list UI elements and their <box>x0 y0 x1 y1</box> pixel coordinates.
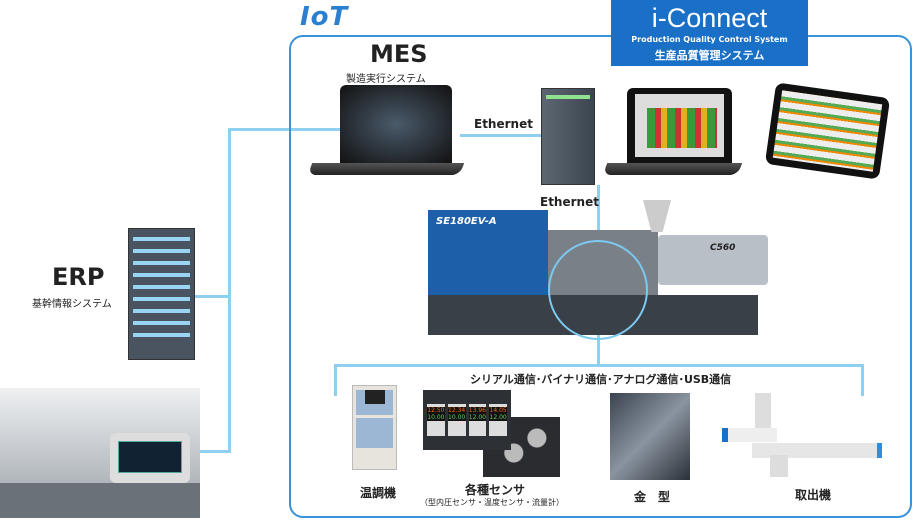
server-icon <box>541 88 595 185</box>
mold-image <box>610 393 690 480</box>
tablet-icon <box>764 82 891 180</box>
erp-title: ERP <box>52 263 105 291</box>
erp-server-rack-icon <box>128 228 195 360</box>
sensor-setpoint: 10.00 <box>427 414 445 421</box>
sensor-reading: 13.96 <box>468 407 487 414</box>
machine-model: SE180EV-A <box>436 216 497 227</box>
mes-subtitle: 製造実行システム <box>346 74 426 85</box>
device-label-robot: 取出機 <box>795 488 832 502</box>
iconnect-logo: i-Connect Production Quality Control Sys… <box>611 0 808 66</box>
link-line <box>228 128 340 131</box>
sensor-setpoint: 12.00 <box>468 414 487 421</box>
temperature-controller-image <box>352 385 397 470</box>
sensor-reading: 12.34 <box>447 407 466 414</box>
factory-image <box>0 388 200 518</box>
sensor-setpoint: 10.00 <box>447 414 466 421</box>
link-line <box>228 128 231 453</box>
sensor-setpoint: 12.00 <box>489 414 507 421</box>
iot-label: IoT <box>300 2 349 32</box>
iconnect-laptop <box>602 88 743 188</box>
iconnect-title: i-Connect <box>651 3 768 33</box>
link-line <box>200 450 230 453</box>
ethernet-label-top: Ethernet <box>474 117 533 131</box>
device-label-temp-controller: 温調機 <box>360 486 397 500</box>
sensor-reading: 14.05 <box>489 407 507 414</box>
comm-line <box>334 364 864 367</box>
erp-subtitle: 基幹情報システム <box>32 299 112 310</box>
device-sub-sensors: （型内圧センサ・温度センサ・流量計） <box>420 498 564 507</box>
link-line <box>195 295 230 298</box>
device-label-mold: 金 型 <box>634 490 671 504</box>
mes-laptop <box>307 85 465 190</box>
comm-label: シリアル通信･バイナリ通信･アナログ通信･USB通信 <box>470 373 732 386</box>
iot-frame <box>289 35 912 518</box>
device-label-sensors: 各種センサ <box>465 483 526 497</box>
comm-line <box>334 364 337 396</box>
ethernet-line <box>460 134 542 137</box>
mes-title: MES <box>370 40 428 68</box>
iconnect-jp: 生産品質管理システム <box>654 49 765 62</box>
sensor-reading: 12.50 <box>427 407 445 414</box>
injection-molding-machine: SE180EV-A C560 <box>428 200 773 340</box>
iconnect-subtitle: Production Quality Control System <box>631 35 788 44</box>
machine-unit: C560 <box>710 243 736 253</box>
takeout-robot-image <box>722 393 882 478</box>
ethernet-label-mid: Ethernet <box>540 195 599 209</box>
comm-line <box>861 364 864 396</box>
